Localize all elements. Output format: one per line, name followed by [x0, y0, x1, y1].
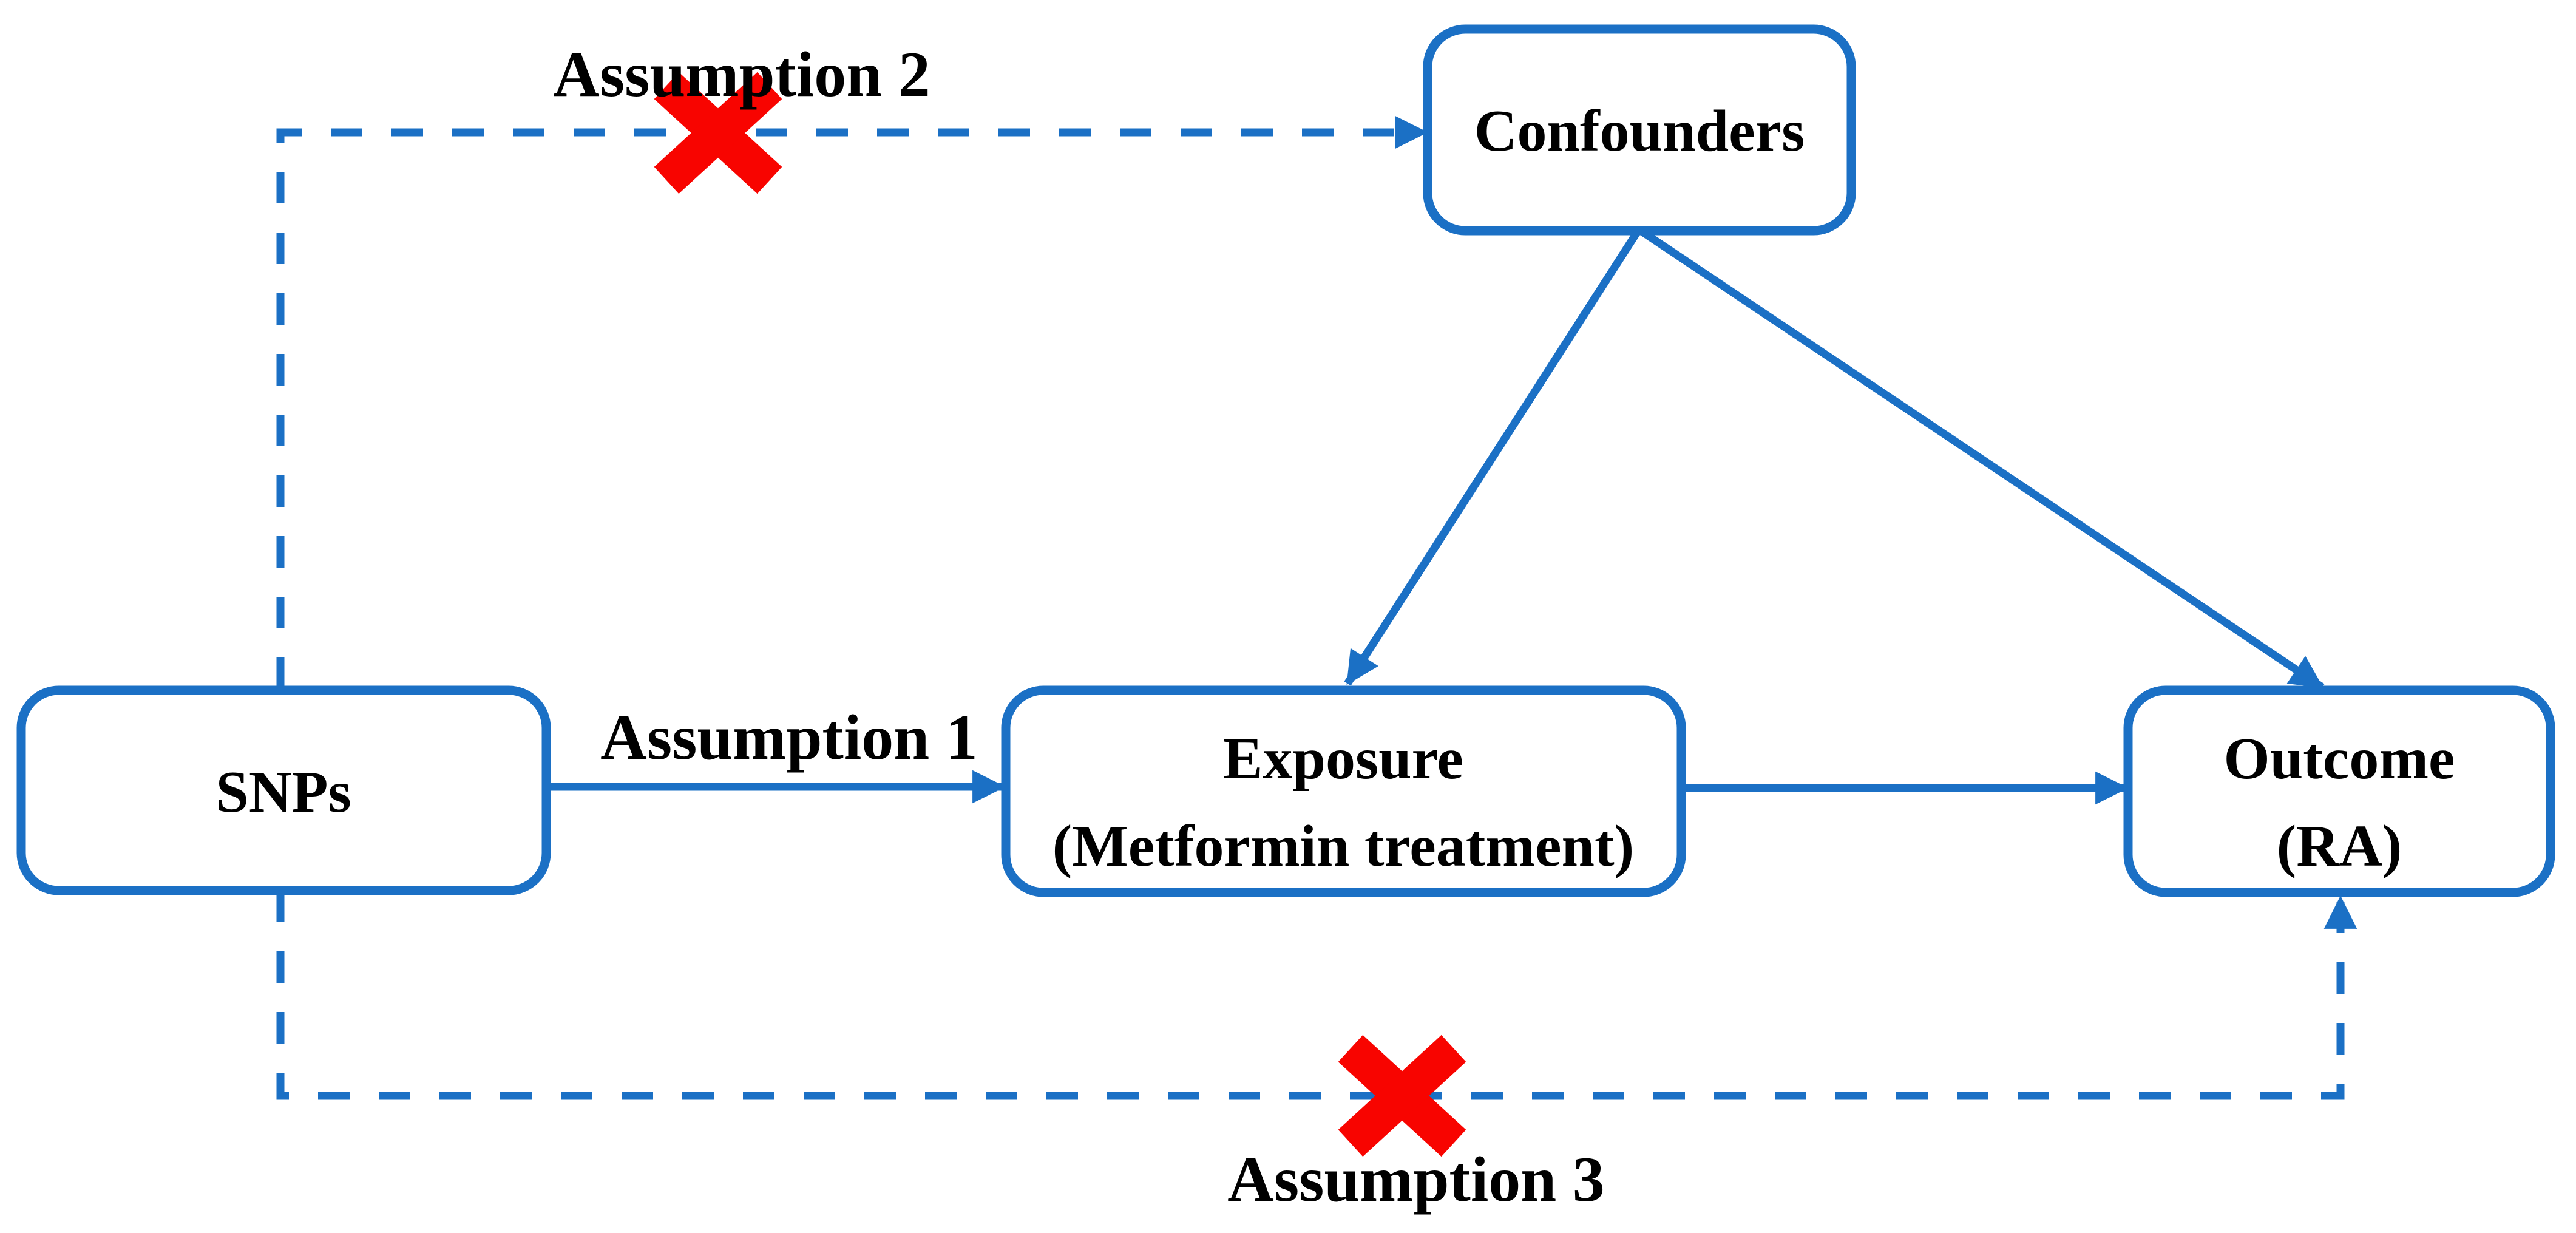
edge-snps-to-outcome-dashed [276, 891, 2357, 1100]
assumption-2-label: Assumption 2 [553, 39, 930, 110]
edge-confounders-to-outcome [1636, 226, 2325, 691]
node-confounders [1423, 24, 1856, 236]
node-snps-label: SNPs [215, 759, 351, 825]
node-confounders-label: Confounders [1474, 98, 1805, 164]
node-outcome [2123, 685, 2555, 897]
node-snps [16, 685, 551, 895]
cross-icon-assumption3 [1338, 1034, 1466, 1157]
edge-confounders-to-exposure [1344, 227, 1642, 686]
edge-snps-to-confounders-dashed [276, 115, 1428, 689]
assumption-3-label: Assumption 3 [1227, 1144, 1604, 1215]
node-exposure-label-line1: Exposure [1223, 726, 1463, 792]
node-outcome-label-line1: Outcome [2224, 726, 2455, 792]
node-exposure-label-line2: (Metformin treatment) [1052, 814, 1635, 879]
node-exposure [1001, 685, 1686, 897]
cross-icon-assumption2 [654, 72, 782, 194]
assumption-1-label: Assumption 1 [600, 702, 977, 773]
node-outcome-label-line2: (RA) [2277, 814, 2402, 879]
